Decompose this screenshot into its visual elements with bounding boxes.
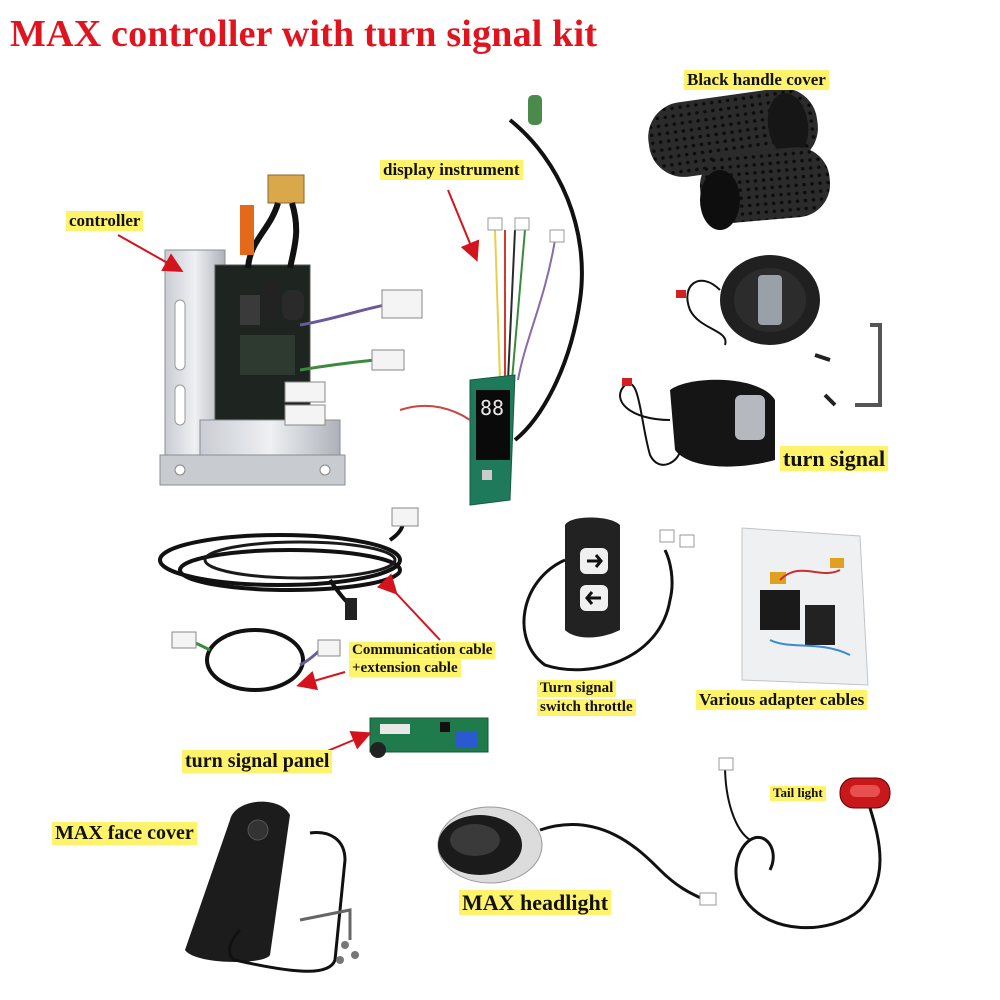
controller-unit — [159, 174, 423, 486]
label-turn-signal-panel: turn signal panel — [182, 750, 333, 773]
controller-arrow — [117, 234, 184, 272]
page-title: MAX controller with turn signal kit — [10, 13, 598, 55]
label-max-headlight: MAX headlight — [459, 890, 612, 916]
max-face-cover — [185, 801, 359, 973]
label-switch-throttle: switch throttle — [537, 699, 636, 717]
turn-signal-switch-throttle — [522, 517, 695, 672]
turn-signal-panel-board — [369, 717, 489, 758]
extension-cable-arrow — [296, 670, 346, 691]
display-instrument: 88 — [399, 95, 584, 506]
label-tail-light: Tail light — [770, 785, 826, 801]
turn-signal-rear — [619, 378, 775, 467]
label-turn-signal-switch: Turn signal — [537, 680, 617, 698]
max-headlight — [437, 806, 717, 906]
communication-cable-arrow — [376, 573, 441, 641]
tail-light — [718, 757, 891, 930]
label-black-handle-cover: Black handle cover — [684, 70, 829, 90]
screws-and-wrench — [814, 323, 882, 407]
label-communication-cable: Communication cable — [349, 642, 496, 660]
extension-cable — [171, 628, 341, 692]
label-display-instrument: display instrument — [380, 160, 523, 180]
label-various-adapter-cables: Various adapter cables — [696, 690, 868, 710]
panel-arrow — [324, 730, 372, 753]
label-controller: controller — [66, 211, 144, 231]
label-turn-signal: turn signal — [780, 446, 889, 472]
label-extension-cable: +extension cable — [349, 660, 461, 678]
turn-signal-front — [676, 255, 820, 346]
communication-cable — [158, 507, 419, 620]
label-max-face-cover: MAX face cover — [52, 822, 197, 845]
svg-text:88: 88 — [480, 396, 504, 420]
adapter-cables-bag — [741, 527, 869, 686]
display-arrow — [447, 189, 480, 262]
black-handle-cover — [648, 88, 831, 230]
